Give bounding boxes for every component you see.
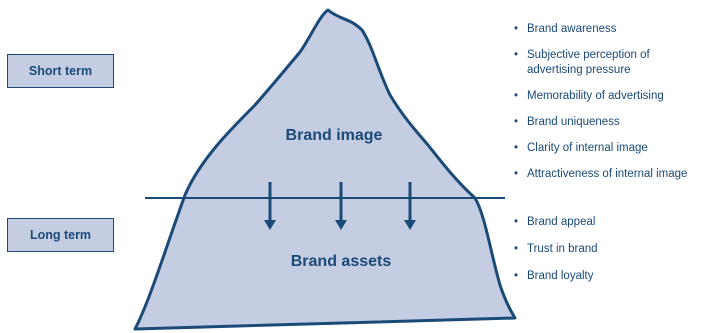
list-item: Brand appeal: [514, 215, 598, 230]
list-item: Attractiveness of internal image: [514, 167, 687, 182]
long-term-label: Long term: [29, 228, 92, 242]
long-term-list: Brand appeal Trust in brand Brand loyalt…: [514, 215, 598, 296]
brand-image-label: Brand image: [286, 127, 383, 144]
long-term-box: Long term: [7, 218, 114, 252]
list-item: Clarity of internal image: [514, 141, 687, 156]
arrowhead-right: [404, 220, 416, 230]
list-item: Brand awareness: [514, 22, 687, 37]
list-item: Memorability of advertising: [514, 89, 687, 104]
list-item: Brand loyalty: [514, 269, 598, 284]
brand-assets-label: Brand assets: [291, 253, 392, 270]
arrowhead-left: [264, 220, 276, 230]
list-item: Trust in brand: [514, 242, 598, 257]
list-item: Subjective perception of advertising pre…: [514, 48, 677, 78]
list-item: Brand uniqueness: [514, 115, 687, 130]
arrowhead-middle: [335, 220, 347, 230]
short-term-list: Brand awareness Subjective perception of…: [514, 22, 687, 193]
iceberg-shape: [133, 8, 517, 331]
short-term-label: Short term: [28, 64, 93, 78]
short-term-box: Short term: [7, 54, 114, 88]
